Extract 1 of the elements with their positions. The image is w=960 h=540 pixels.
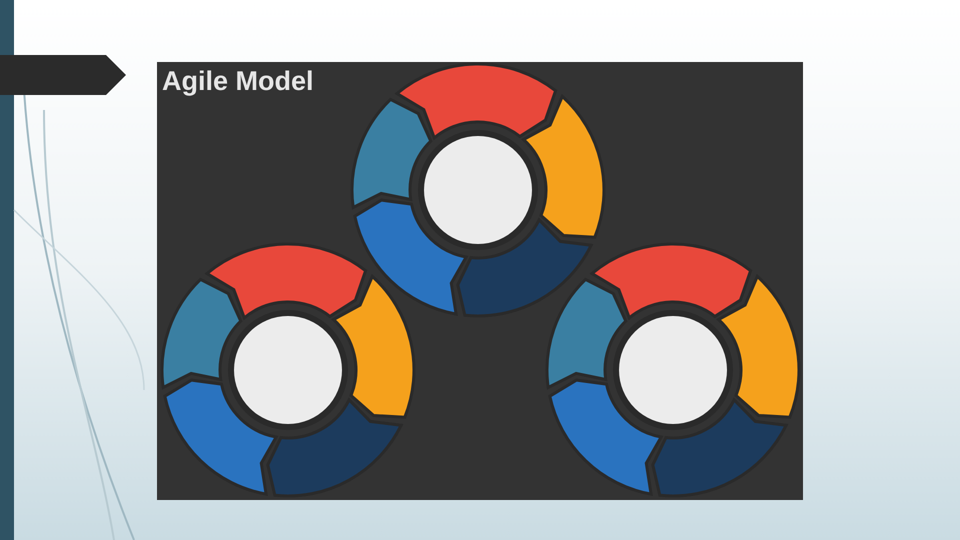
title: Agile Model [162, 68, 314, 95]
